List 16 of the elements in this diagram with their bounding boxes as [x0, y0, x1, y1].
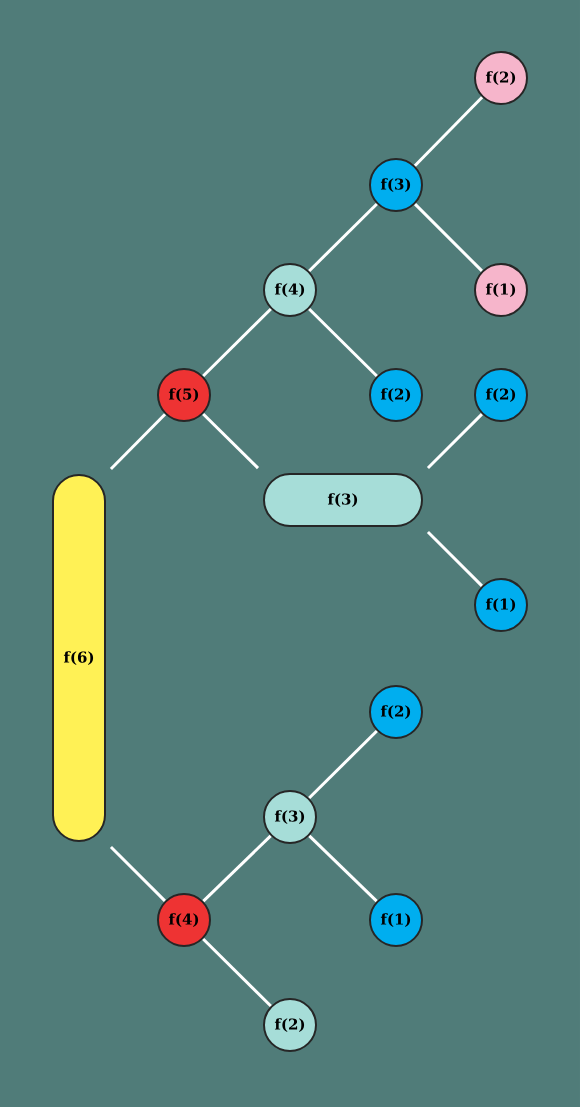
connector-line — [414, 203, 483, 272]
call-pill: f(3) — [263, 473, 423, 527]
connector-line — [109, 845, 166, 902]
connector-line — [308, 202, 378, 273]
connector-line — [413, 96, 484, 167]
connector-line — [202, 937, 272, 1008]
call-pill: f(6) — [52, 474, 106, 842]
connector-line — [308, 729, 378, 800]
connector-line — [308, 307, 378, 378]
connector-line — [308, 834, 378, 903]
connector-line — [202, 307, 272, 378]
connector-line — [202, 834, 272, 903]
connector-line — [426, 530, 483, 587]
connector-line — [109, 413, 167, 471]
connector-line — [426, 413, 483, 470]
connector-line — [202, 412, 260, 470]
